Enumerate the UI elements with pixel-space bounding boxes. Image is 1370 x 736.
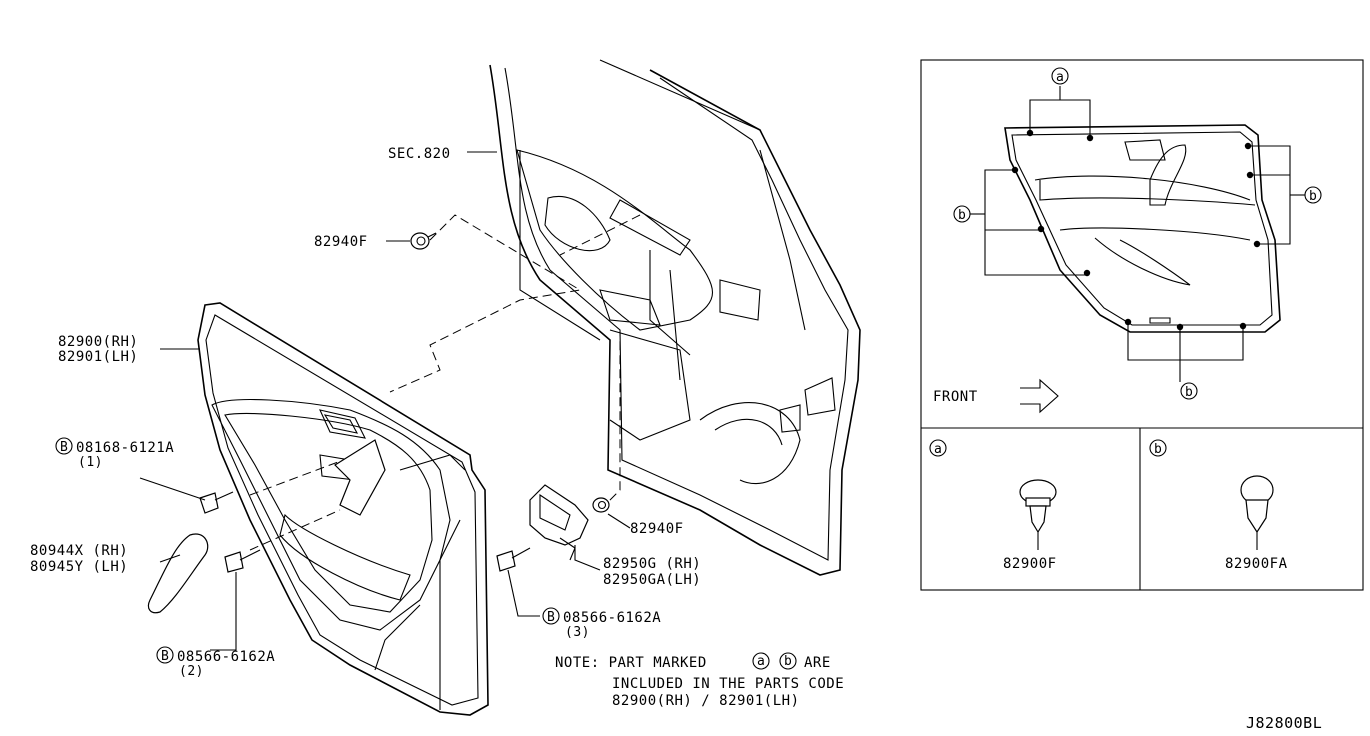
note-line1-suffix: ARE	[804, 655, 831, 671]
bolt3-qty: (3)	[565, 625, 590, 640]
b-symbol-icon	[55, 437, 73, 455]
door-trim-panel	[197, 302, 489, 716]
inset-panel	[920, 59, 1364, 591]
inset-mark-a-top: a	[1056, 70, 1064, 85]
mark-b-icon	[953, 205, 971, 223]
mark-a-icon	[929, 439, 947, 457]
front-label: FRONT	[933, 389, 978, 405]
mark-b-icon	[779, 652, 797, 670]
clip-a-icon	[1019, 479, 1057, 550]
bolt1-qty: (1)	[78, 455, 103, 470]
note-mark-a: a	[757, 654, 765, 669]
clip-b-icon	[1240, 475, 1274, 550]
handle-lh-label: 80945Y (LH)	[30, 559, 128, 575]
door-handle-bracket	[529, 484, 589, 561]
clip-82940f-label: 82940F	[630, 521, 684, 537]
note-line3: 82900(RH) / 82901(LH)	[612, 693, 800, 709]
b-symbol: B	[547, 610, 555, 625]
bracket-rh-label: 82950G (RH)	[603, 556, 701, 572]
clip-icon	[410, 232, 437, 250]
mark-a-icon	[1051, 67, 1069, 85]
mark-b-icon	[1304, 186, 1322, 204]
b-symbol: B	[161, 649, 169, 664]
door-inner-panel	[489, 59, 861, 576]
bolt2-part-label: 08566-6162A	[177, 649, 275, 665]
bolt-icon	[199, 491, 234, 514]
trim-rh-label: 82900(RH)	[58, 334, 138, 350]
clip-a-part-label: 82900F	[1003, 556, 1057, 572]
bolt1-part-label: 08168-6121A	[76, 440, 174, 456]
clip-icon	[592, 497, 610, 513]
clip-82940f-label: 82940F	[314, 234, 368, 250]
mark-a-icon	[752, 652, 770, 670]
b-symbol: B	[60, 440, 68, 455]
mark-b-icon	[1180, 382, 1198, 400]
bolt-icon	[224, 549, 261, 573]
mark-b-icon	[1149, 439, 1167, 457]
handle-rh-label: 80944X (RH)	[30, 543, 128, 559]
note-line1-prefix: NOTE: PART MARKED	[555, 655, 707, 671]
b-symbol-icon	[542, 607, 560, 625]
sec-820-label: SEC.820	[388, 146, 451, 162]
clip-b-part-label: 82900FA	[1225, 556, 1288, 572]
inset-mark-b-right: b	[1309, 189, 1317, 204]
armrest-handle	[147, 533, 209, 614]
inset-mark-b-left: b	[958, 208, 966, 223]
b-symbol-icon	[156, 646, 174, 664]
bracket-lh-label: 82950GA(LH)	[603, 572, 701, 588]
trim-lh-label: 82901(LH)	[58, 349, 138, 365]
clip-b-mark: b	[1154, 442, 1162, 457]
bolt2-qty: (2)	[179, 664, 204, 679]
clip-a-mark: a	[934, 442, 942, 457]
note-line2: INCLUDED IN THE PARTS CODE	[612, 676, 844, 692]
inset-mark-b-bottom: b	[1185, 385, 1193, 400]
bolt-icon	[496, 547, 531, 572]
bolt3-part-label: 08566-6162A	[563, 610, 661, 626]
diagram-code: J82800BL	[1246, 714, 1322, 732]
note-mark-b: b	[784, 654, 792, 669]
